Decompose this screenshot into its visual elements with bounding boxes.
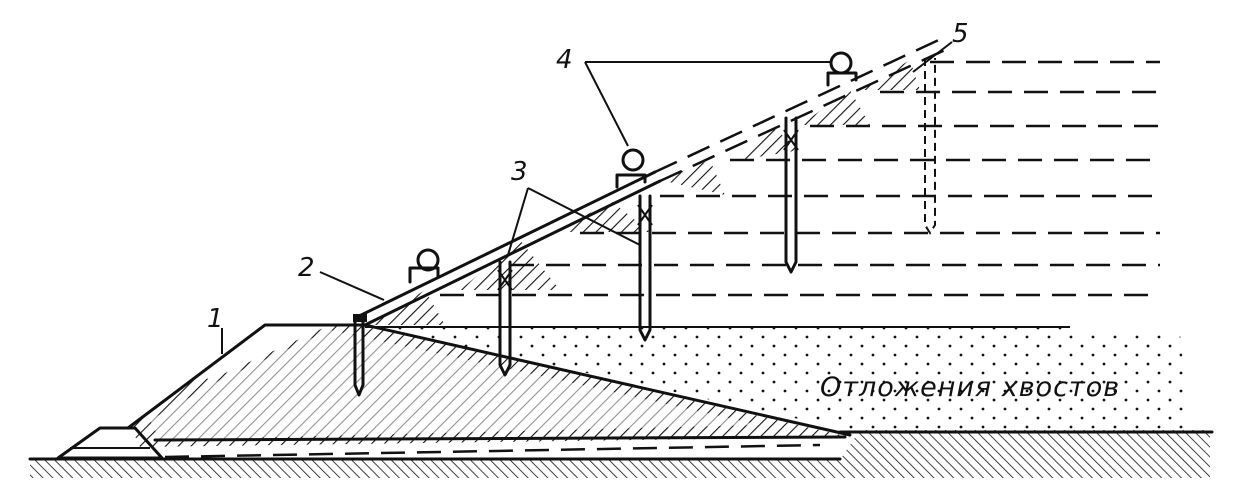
ground	[28, 430, 1214, 478]
callout-labels: 1 2 3 4 5	[207, 19, 969, 334]
label-4: 4	[556, 45, 573, 75]
alluvial-layers	[370, 60, 920, 325]
label-1: 1	[207, 304, 224, 334]
tailings-deposits-label: Отложения хвостов	[820, 372, 1120, 403]
pond-level-lines	[440, 60, 1160, 297]
leader-lines	[221, 41, 953, 354]
label-5: 5	[952, 19, 969, 49]
spigot-outlets	[408, 51, 858, 284]
starter-dam	[126, 323, 850, 447]
drainage-prism	[56, 426, 821, 460]
label-3: 3	[511, 157, 528, 187]
support-piles	[353, 58, 936, 397]
tailings-deposits-area	[363, 323, 1190, 437]
label-2: 2	[298, 253, 315, 283]
